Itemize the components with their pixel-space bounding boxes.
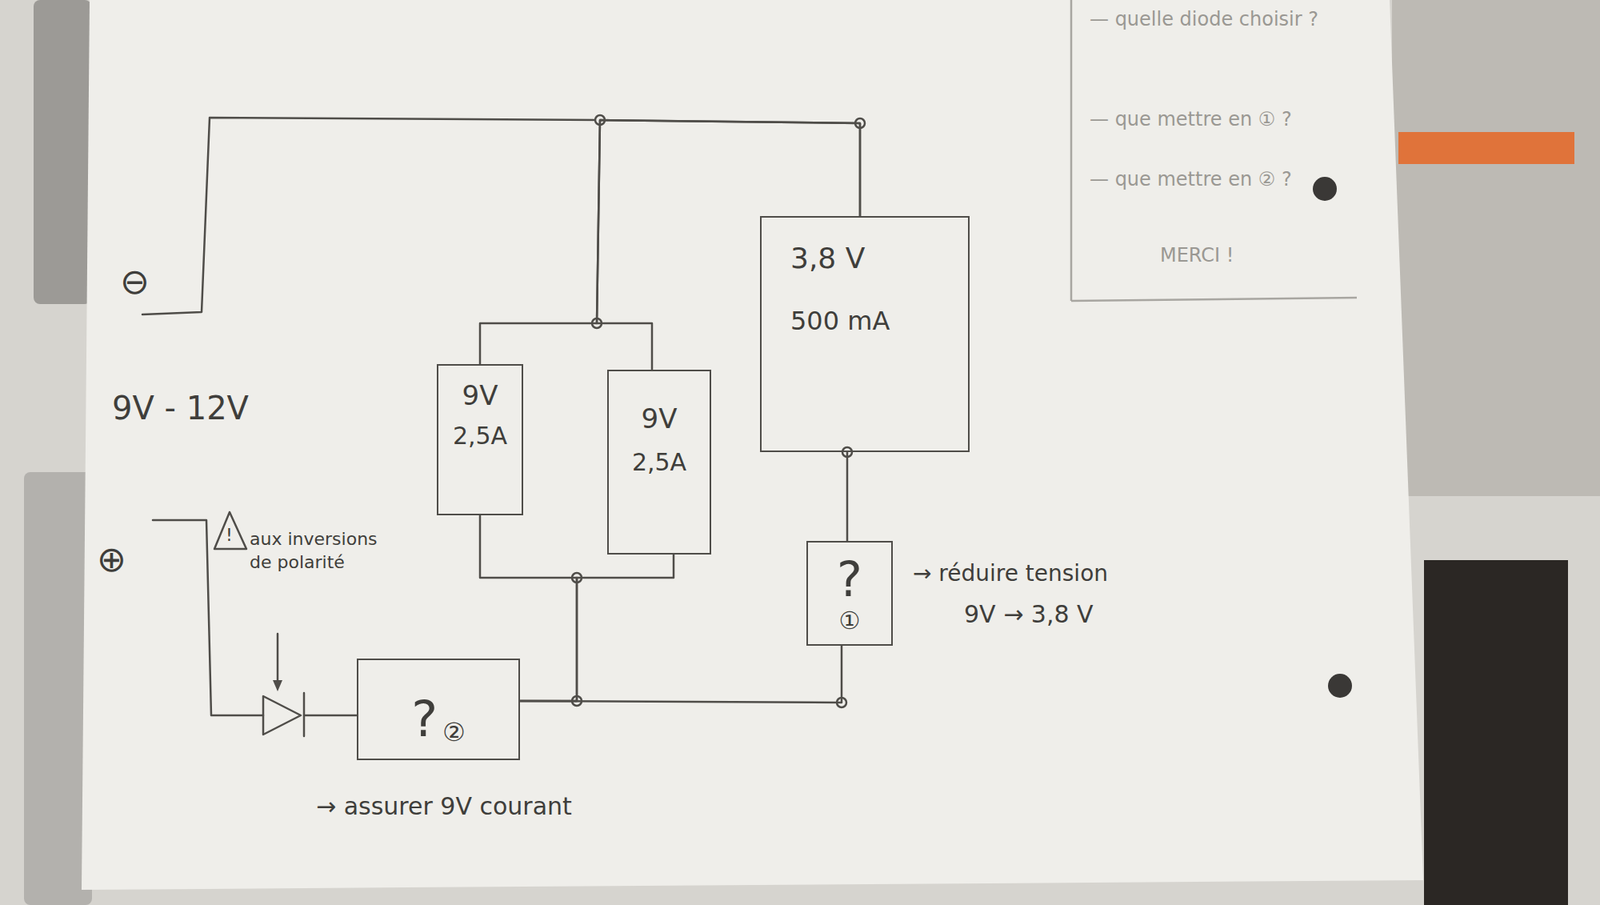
minus-wire [142,117,600,315]
wire-connector [520,554,674,701]
annotation: → assurer 9V courant [316,792,572,821]
question-note: — que mettre en ① ? [1089,108,1292,132]
wire-connector [520,645,842,703]
paper-sheet [81,0,1424,890]
punch-hole [1328,673,1352,698]
warning-triangle [214,512,247,549]
question-note: — quelle diode choisir ? [1089,8,1330,32]
wire-connector [480,515,577,701]
node-detail: 2,5A [452,422,508,451]
warning-mark: ! [225,524,233,546]
dark-block [1424,560,1568,905]
wire-connector [847,452,848,541]
load-box: 3,8 V 500 mA [760,216,970,452]
regulator-box: ?① [806,540,893,646]
wire-line [520,645,842,703]
node-heading: ? [411,690,438,748]
terminal-symbol: ⊕ [96,538,127,581]
power-supply-box: 9V 2,5A [436,364,524,516]
node-heading: ? [836,552,863,608]
orange-bar [1398,132,1575,164]
current-box: ?② [356,658,520,760]
left-panel [24,472,92,905]
left-panel [33,0,92,304]
note-border [1071,297,1357,301]
diode-symbol [263,696,301,735]
node-detail: 2,5A [632,448,687,477]
voltage-label: 9V - 12V [112,388,249,428]
node-detail: ① [839,607,861,636]
node-detail: ② [442,717,466,748]
leader-arrow [276,633,280,682]
node-heading: 9V [462,380,499,412]
wire-line [480,515,577,701]
node-detail: 500 mA [790,306,890,336]
diode-wire [304,714,357,717]
protection-note: aux inversions de polarité [249,528,382,574]
annotation: 9V → 3,8 V [964,600,1094,629]
question-note: MERCI ! [1160,244,1234,268]
note-border [1070,0,1073,301]
wire-line [846,452,849,541]
node-heading: 3,8 V [790,241,865,275]
terminal-symbol: ⊖ [120,260,150,304]
leader-arrowhead [272,680,283,692]
power-supply-box: 9V 2,5A [607,369,712,555]
question-note: — que mettre en ② ? [1089,168,1292,192]
node-heading: 9V [641,403,678,435]
punch-hole [1312,176,1337,201]
annotation: → réduire tension [912,560,1108,588]
wire-line [520,554,674,701]
right-panel [1392,0,1600,496]
